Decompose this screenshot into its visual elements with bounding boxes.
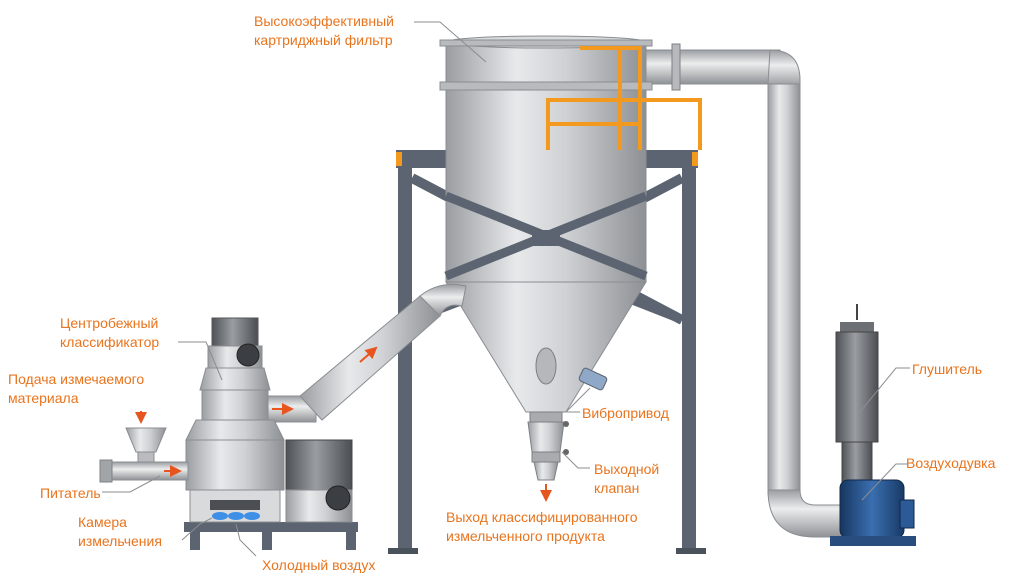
centrifugal-classifier: [199, 317, 271, 421]
mill-frame: [184, 522, 358, 550]
label-blower: Воздуходувка: [906, 455, 996, 471]
access-rails: [546, 46, 702, 150]
blower: [830, 479, 916, 546]
feeder: [99, 411, 189, 483]
label-cold-air: Холодный воздух: [262, 557, 376, 573]
return-duct: [639, 43, 846, 538]
vibration-drive: [578, 367, 608, 391]
cartridge-filter: [439, 35, 653, 413]
label-feeder: Питатель: [40, 485, 101, 501]
label-silencer: Глушитель: [912, 361, 983, 377]
leader-lines: [102, 21, 910, 557]
discharge-valve: [527, 411, 569, 481]
silencer: [835, 304, 879, 483]
grinding-chamber: [185, 419, 285, 523]
label-vibration-drive: Вибропривод: [582, 405, 669, 421]
motor: [285, 439, 353, 523]
transfer-duct: [255, 283, 467, 423]
